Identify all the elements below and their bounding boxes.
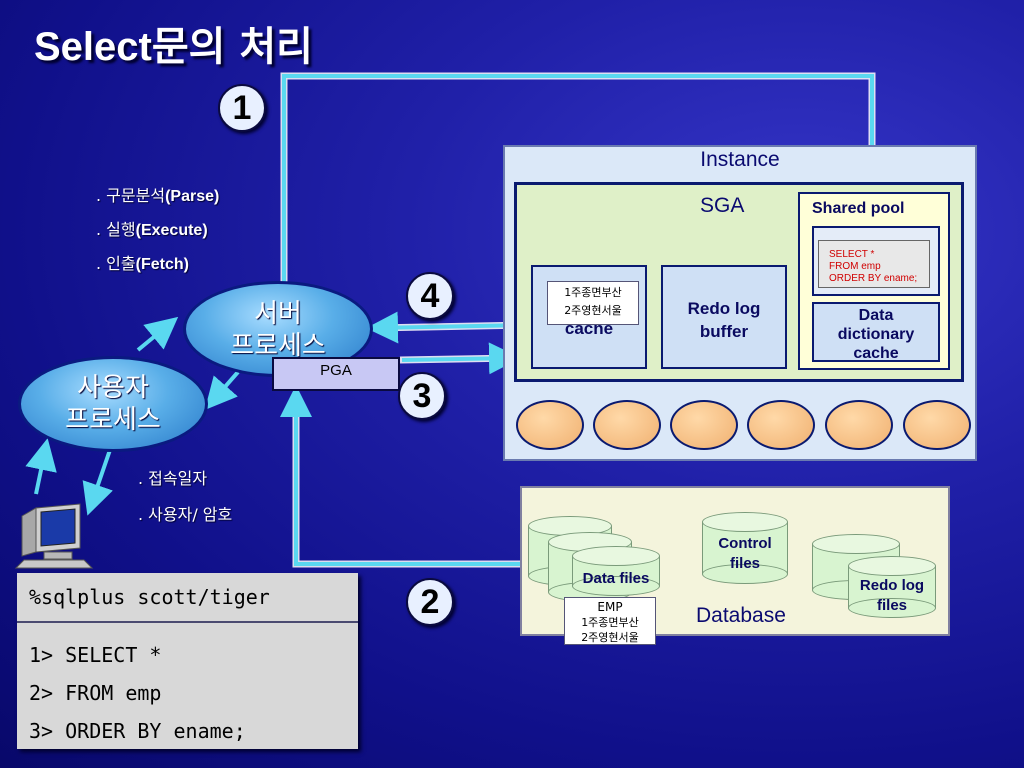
login-info: . 접속일자 . 사용자/ 암호 <box>138 468 232 540</box>
title-prefix: Select <box>34 25 152 69</box>
step-number-1: 1 <box>218 84 266 132</box>
sql-line-3: 3> ORDER BY ename; <box>29 719 246 743</box>
sql-line-1: 1> SELECT * <box>29 643 162 667</box>
pga-box: PGA <box>272 357 400 391</box>
redo-log-buffer: Redo log buffer <box>661 265 787 369</box>
login-date: . 접속일자 <box>138 469 208 488</box>
emp-row-1: 1주종면부산 <box>581 616 639 629</box>
arrow-step-3 <box>401 342 521 375</box>
server-process-line2: 프로세스 <box>230 331 326 361</box>
background-process <box>516 400 584 450</box>
step-fetch: . 인출(Fetch) <box>96 253 219 287</box>
parsed-sql-line2: FROM emp <box>829 261 881 272</box>
login-user-password: . 사용자/ 암호 <box>138 505 233 524</box>
control-files-label: Control files <box>702 534 788 574</box>
arrow-user-to-server <box>136 316 179 352</box>
step-fetch-label: . 인출 <box>96 254 136 273</box>
step-number-2: 2 <box>406 578 454 626</box>
parsed-sql: SELECT * FROM emp ORDER BY ename; <box>818 240 930 288</box>
step-fetch-english: (Fetch) <box>135 256 189 273</box>
step-execute-label: . 실행 <box>96 220 136 239</box>
step-parse: . 구문분석(Parse) <box>96 185 219 219</box>
processing-steps: . 구문분석(Parse) . 실행(Execute) . 인출(Fetch) <box>96 185 219 287</box>
step-execute: . 실행(Execute) <box>96 219 219 253</box>
arrow-step-4 <box>366 311 528 344</box>
arrow-user-to-terminal <box>82 443 114 516</box>
arrow-server-to-user <box>204 370 240 411</box>
background-process <box>593 400 661 450</box>
arrow-step-2 <box>280 385 520 566</box>
page-title: Select문의 처리 <box>34 14 313 72</box>
step-number-4: 4 <box>406 272 454 320</box>
step-execute-english: (Execute) <box>135 222 208 239</box>
sql-line-2: 2> FROM emp <box>29 681 162 705</box>
user-process-line2: 프로세스 <box>65 405 161 435</box>
redo-log-buffer-line1: Redo log <box>687 299 761 318</box>
database-label: Database <box>696 604 786 627</box>
background-process <box>825 400 893 450</box>
redo-log-buffer-line2: buffer <box>699 322 749 341</box>
data-dictionary-cache: Data dictionary cache <box>812 302 940 362</box>
ddc-line2: dictionary <box>837 326 915 343</box>
emp-table: EMP 1주종면부산 2주영현서울 <box>564 597 656 645</box>
background-process <box>747 400 815 450</box>
step-parse-english: (Parse) <box>165 188 220 205</box>
emp-title: EMP <box>597 600 623 614</box>
ddc-line3: cache <box>853 345 899 362</box>
step-number-3: 3 <box>398 372 446 420</box>
background-process <box>670 400 738 450</box>
sql-statement: 1> SELECT * 2> FROM emp 3> ORDER BY enam… <box>29 636 246 750</box>
data-files-label: Data files <box>582 570 650 587</box>
buffer-row-1: 1주종면부산 <box>564 286 622 299</box>
arrow-terminal-to-user <box>25 438 57 495</box>
sga-label: SGA <box>700 194 745 217</box>
computer-icon <box>14 503 94 569</box>
arrow-step-1 <box>282 74 888 282</box>
instance-label: Instance <box>700 148 780 171</box>
buffer-cache-rows: 1주종면부산 2주영현서울 <box>547 281 639 325</box>
step-parse-label: . 구문분석 <box>96 186 166 205</box>
user-process: 사용자 프로세스 <box>18 356 208 452</box>
server-process-line1: 서버 <box>254 299 302 329</box>
parsed-sql-line3: ORDER BY ename; <box>829 273 918 284</box>
ddc-line1: Data <box>858 307 894 324</box>
title-rest: 문의 처리 <box>151 24 313 70</box>
control-files-line2: files <box>729 555 760 572</box>
parsed-sql-line1: SELECT * <box>829 249 875 260</box>
emp-row-2: 2주영현서울 <box>581 631 639 644</box>
control-files-line1: Control <box>718 535 772 552</box>
sql-panel <box>17 573 358 749</box>
shared-pool-label: Shared pool <box>812 200 905 217</box>
redo-log-files-line1: Redo log <box>859 577 925 594</box>
redo-log-files-line2: files <box>876 597 907 614</box>
buffer-row-2: 2주영현서울 <box>564 304 622 317</box>
redo-log-files-label: Redo log files <box>848 576 936 616</box>
sqlplus-command: %sqlplus scott/tiger <box>17 573 358 623</box>
background-process <box>903 400 971 450</box>
user-process-line1: 사용자 <box>77 373 149 403</box>
